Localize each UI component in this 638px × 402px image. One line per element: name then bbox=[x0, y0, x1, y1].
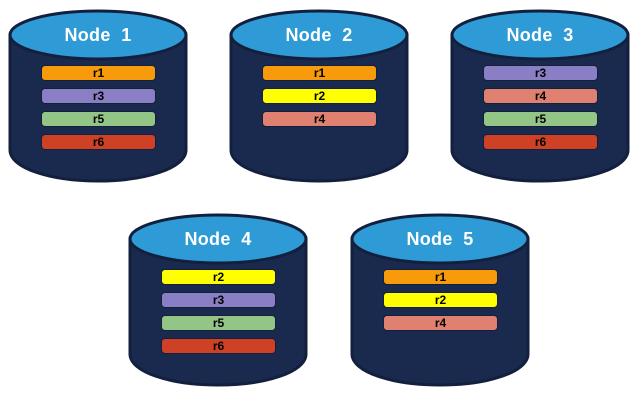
replica-bar-r3[interactable]: r3 bbox=[483, 65, 598, 81]
replica-bar-r6[interactable]: r6 bbox=[41, 134, 156, 150]
replica-bar-r1[interactable]: r1 bbox=[383, 269, 498, 285]
replica-bar-r1[interactable]: r1 bbox=[262, 65, 377, 81]
replica-bar-r4[interactable]: r4 bbox=[483, 88, 598, 104]
replica-bar-r4[interactable]: r4 bbox=[383, 315, 498, 331]
replica-bar-r5[interactable]: r5 bbox=[161, 315, 276, 331]
replica-list: r1 r3 r5 r6 bbox=[41, 65, 156, 157]
replica-list: r3 r4 r5 r6 bbox=[483, 65, 598, 157]
replica-bar-r2[interactable]: r2 bbox=[262, 88, 377, 104]
replica-bar-r5[interactable]: r5 bbox=[41, 111, 156, 127]
cylinder-top-ellipse bbox=[229, 9, 409, 61]
replica-bar-r6[interactable]: r6 bbox=[483, 134, 598, 150]
replica-list: r2 r3 r5 r6 bbox=[161, 269, 276, 361]
replica-bar-r4[interactable]: r4 bbox=[262, 111, 377, 127]
replica-bar-r3[interactable]: r3 bbox=[161, 292, 276, 308]
cylinder-top-ellipse bbox=[450, 9, 630, 61]
replica-bar-r2[interactable]: r2 bbox=[383, 292, 498, 308]
replica-bar-r1[interactable]: r1 bbox=[41, 65, 156, 81]
replica-bar-r6[interactable]: r6 bbox=[161, 338, 276, 354]
replica-bar-r3[interactable]: r3 bbox=[41, 88, 156, 104]
replica-list: r1 r2 r4 bbox=[262, 65, 377, 134]
cylinder-top-ellipse bbox=[350, 213, 530, 265]
replica-bar-r5[interactable]: r5 bbox=[483, 111, 598, 127]
cylinder-top-ellipse bbox=[8, 9, 188, 61]
replica-list: r1 r2 r4 bbox=[383, 269, 498, 338]
replica-bar-r2[interactable]: r2 bbox=[161, 269, 276, 285]
cylinder-top-ellipse bbox=[128, 213, 308, 265]
